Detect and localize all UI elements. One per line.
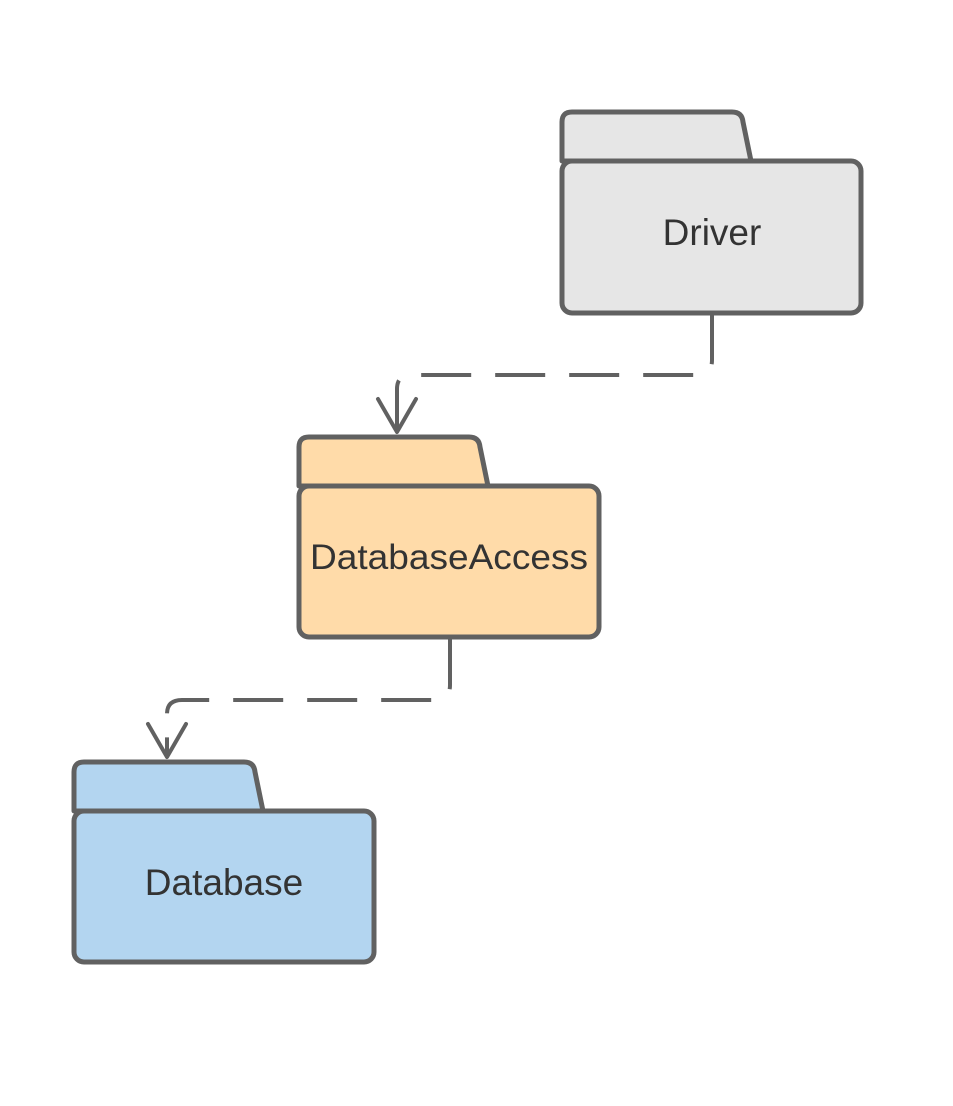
open-arrowhead-icon <box>376 397 418 434</box>
dependency-databaseaccess-to-database[interactable] <box>146 639 452 759</box>
package-body <box>559 158 864 316</box>
dependency-line <box>395 314 714 432</box>
open-arrowhead-icon <box>146 722 188 759</box>
package-tab <box>559 109 754 164</box>
dependency-line <box>165 639 452 757</box>
package-tab <box>71 759 266 814</box>
package-body <box>296 483 602 640</box>
package-database[interactable]: Database <box>71 759 377 965</box>
dependency-driver-to-databaseaccess[interactable] <box>376 314 714 434</box>
package-label: Database <box>145 862 303 903</box>
package-label: Driver <box>663 212 762 253</box>
package-driver[interactable]: Driver <box>559 109 864 316</box>
package-databaseaccess[interactable]: DatabaseAccess <box>296 434 602 640</box>
package-label: DatabaseAccess <box>310 538 588 577</box>
package-body <box>71 808 377 965</box>
package-tab <box>296 434 491 489</box>
